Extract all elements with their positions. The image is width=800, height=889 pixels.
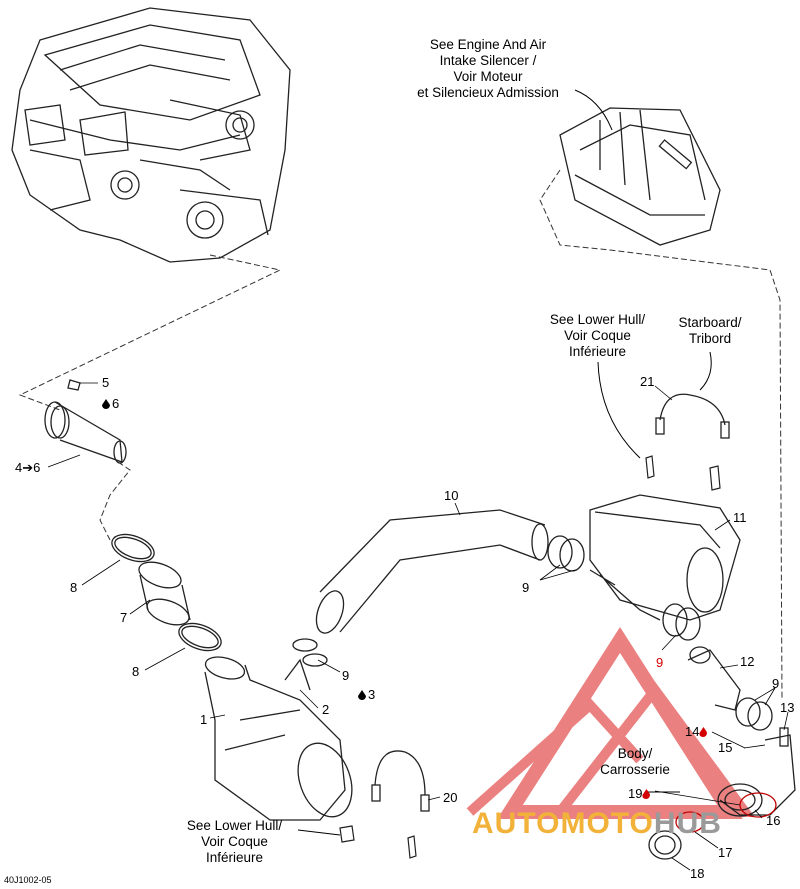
note-line: See Engine And Air <box>429 37 547 52</box>
callout-17: 17 <box>718 845 733 860</box>
leader-dashed-lines <box>18 169 783 701</box>
note-line: Voir Moteur <box>453 69 523 84</box>
hull-brackets <box>339 455 721 859</box>
callout-11: 11 <box>733 510 747 525</box>
note-line: Body/ <box>617 746 653 761</box>
callout-18: 18 <box>690 866 705 881</box>
callout-13: 13 <box>780 700 795 715</box>
note-engine-air-intake: See Engine And Air Intake Silencer / Voi… <box>388 37 588 101</box>
note-leader-arrows <box>297 89 712 836</box>
callout-14: 14 <box>685 724 709 739</box>
note-line: Voir Coque <box>564 328 631 343</box>
note-line: et Silencieux Admission <box>417 85 559 100</box>
callout-8-upper: 8 <box>70 580 78 595</box>
callout-number: 3 <box>368 687 376 702</box>
loctite-drop-icon <box>642 789 651 799</box>
part-6-nozzle <box>44 379 127 464</box>
callout-9-outlet: 9 <box>656 655 664 670</box>
note-lower-hull-top: See Lower Hull/ Voir Coque Inférieure <box>535 312 660 360</box>
part-11-resonator <box>589 494 741 621</box>
callout-9-elbow: 9 <box>772 676 780 691</box>
note-lower-hull-bottom: See Lower Hull/ Voir Coque Inférieure <box>172 818 297 866</box>
watermark-part-b: HUB <box>653 807 722 840</box>
note-line: Carrosserie <box>600 762 670 777</box>
callout-8-lower: 8 <box>132 664 140 679</box>
callout-6: 6 <box>102 396 119 411</box>
callout-10: 10 <box>444 488 459 503</box>
loctite-drop-icon <box>699 727 708 737</box>
watermark-logo <box>466 627 755 819</box>
note-line: Inférieure <box>205 850 264 865</box>
callout-21: 21 <box>640 374 655 389</box>
watermark-part-a: AUTOMOTO <box>472 807 654 840</box>
note-starboard: Starboard/ Tribord <box>670 315 750 347</box>
note-line: See Lower Hull/ <box>549 312 646 327</box>
watermark-text: AUTOMOTOHUB <box>472 808 722 840</box>
air-silencer-illustration <box>559 107 721 246</box>
callout-19: 19 <box>628 786 652 801</box>
part-8-clamp-upper <box>111 533 155 563</box>
callout-number: 14 <box>685 724 700 739</box>
part-1-muffler <box>204 656 353 821</box>
drawing-code: 40J1002-05 <box>4 875 52 885</box>
callout-2: 2 <box>322 702 330 717</box>
callout-number: 19 <box>628 786 643 801</box>
outlet-parts <box>648 646 796 860</box>
callout-9-pipe: 9 <box>342 668 350 683</box>
callout-number: 6 <box>112 396 120 411</box>
callout-3: 3 <box>358 687 375 702</box>
note-line: Intake Silencer / <box>439 53 537 68</box>
loctite-drop-icon <box>358 690 366 700</box>
part-10-pipe <box>315 509 549 634</box>
part-8-clamp-lower <box>178 622 222 652</box>
callout-16: 16 <box>766 813 781 828</box>
part-21-strap <box>655 393 730 439</box>
part-20-strap <box>371 750 430 812</box>
callout-12: 12 <box>740 654 755 669</box>
callout-leaders <box>47 382 789 871</box>
engine-illustration <box>11 7 291 263</box>
callout-1: 1 <box>200 712 208 727</box>
note-line: See Lower Hull/ <box>186 818 283 833</box>
note-line: Starboard/ <box>678 315 742 330</box>
callout-7: 7 <box>120 610 128 625</box>
callout-15: 15 <box>718 740 733 755</box>
callout-4-to-6: 4➔6 <box>15 460 41 475</box>
part-7-sleeve <box>138 561 191 626</box>
callout-20: 20 <box>443 790 458 805</box>
callout-9-resonator: 9 <box>522 580 530 595</box>
note-line: Voir Coque <box>201 834 268 849</box>
note-body: Body/ Carrosserie <box>580 746 690 778</box>
callout-5: 5 <box>102 375 110 390</box>
note-line: Tribord <box>688 331 732 346</box>
note-line: Inférieure <box>568 344 627 359</box>
loctite-drop-icon <box>102 399 110 409</box>
